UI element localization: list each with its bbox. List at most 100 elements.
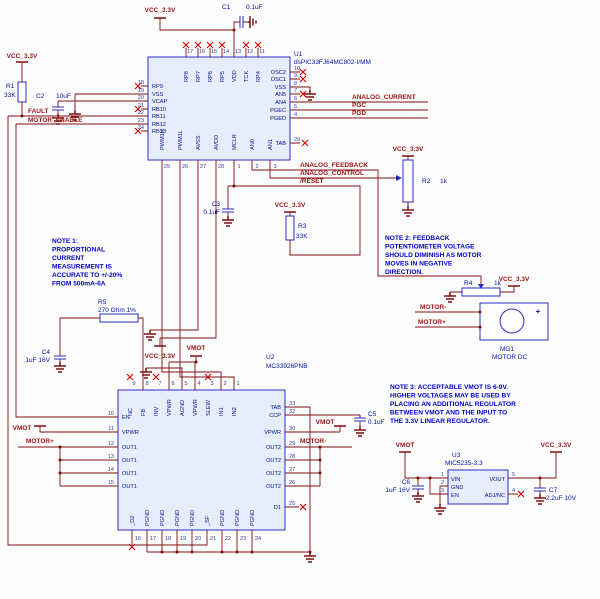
c7-value: 2.2uF 10V <box>546 495 577 502</box>
r4-wiper-arrow <box>478 284 484 289</box>
vmot-left-label: VMOT <box>13 425 32 432</box>
ground-symbol <box>402 206 414 217</box>
u1-pin-rp9: RP9 <box>152 84 163 90</box>
no-connect-x <box>254 41 262 49</box>
u1-pin-mclr: MCLR <box>232 134 238 150</box>
u1-num-1: 1 <box>237 164 240 170</box>
generated-symbols <box>16 16 562 563</box>
u3-pin-vout: VOUT <box>489 477 505 483</box>
r3-value: 33K <box>296 233 308 240</box>
u2-num-28: 28 <box>289 454 295 460</box>
junction-dot <box>250 550 254 554</box>
u2-pin-d1: D1 <box>274 505 281 511</box>
no-connect-x <box>218 41 226 49</box>
c3-ref: C3 <box>212 201 221 208</box>
u2-num-8: 8 <box>145 381 148 387</box>
note-1-line-2: PROPORTIONAL <box>52 247 105 254</box>
ground-symbol <box>304 552 316 563</box>
analog-control-net-label: ANALOG_CONTROL <box>300 170 364 177</box>
r4-body[interactable] <box>461 287 501 297</box>
no-connect-x <box>134 82 142 90</box>
u1-pin-an4: AN4 <box>275 100 286 106</box>
ground-symbol <box>144 330 156 341</box>
u2-pin-pgnd-2: PGND <box>160 510 166 526</box>
u2-body[interactable] <box>117 389 286 531</box>
mg1-ref: MG1 <box>500 346 514 353</box>
u1-num-5: 5 <box>294 104 297 110</box>
u1-pin-rp4: RP4 <box>256 71 262 82</box>
u1-num-3: 3 <box>273 164 276 170</box>
junction-dot <box>428 476 432 480</box>
u2-pin-out2-c: OUT2 <box>266 471 281 477</box>
u2-pin-in2: IN2 <box>232 407 238 416</box>
ic-bodies <box>117 56 509 531</box>
u2-pin-slew: SLEW <box>206 399 212 416</box>
u2-pin-ccp: CCP <box>269 413 281 419</box>
wires-right-of-u1 <box>290 71 428 144</box>
c1-value: 0.1uF <box>246 4 263 11</box>
u2-num-24: 24 <box>255 536 261 542</box>
ground-symbol <box>412 492 424 503</box>
junction-dot <box>235 550 239 554</box>
u1-pin-vss-right: VSS <box>275 85 286 91</box>
u1-num-13: 13 <box>235 49 241 55</box>
r1-body[interactable] <box>17 81 27 103</box>
u2-num-14: 14 <box>108 467 114 473</box>
u1-num-14: 14 <box>223 49 229 55</box>
motor-polarity-plus: + <box>536 307 541 316</box>
u3-body[interactable] <box>447 469 509 505</box>
u3-pin-en: EN <box>451 493 459 499</box>
r3-body[interactable] <box>285 215 295 241</box>
u2-num-15: 15 <box>108 480 114 486</box>
motor-plus-net-label-2: MOTOR+ <box>26 438 54 445</box>
u1-pin-osc2: OSC2 <box>271 70 286 76</box>
note-3-line-5: THE 3.3V LINEAR REGULATOR. <box>390 418 490 425</box>
r5-body[interactable] <box>99 313 139 323</box>
u2-num-11: 11 <box>108 426 114 432</box>
ground-symbol <box>140 368 152 379</box>
u2-pin-pgnd-1: PGND <box>145 510 151 526</box>
u1-num-26: 26 <box>182 164 188 170</box>
u1-num-16: 16 <box>199 49 205 55</box>
capacitor-plates[interactable] <box>52 16 546 492</box>
u1-num-4: 4 <box>294 112 297 118</box>
note-2-line-2: POTENTIOMETER VOLTAGE <box>385 244 475 251</box>
u1-pin-rp7: RP7 <box>196 71 202 82</box>
note-2-line-4: MOVES IN NEGATIVE <box>385 261 453 268</box>
u1-pin-pged: PGED <box>270 116 286 122</box>
reset-net-label: /RESET <box>300 178 324 185</box>
u2-value: MC33926PNB <box>266 363 308 370</box>
ground-symbol <box>444 292 456 303</box>
u2-pin-agnd: AGND <box>180 400 186 416</box>
u1-pin-an5: AN5 <box>275 92 286 98</box>
u2-pin-in1: IN1 <box>219 407 225 416</box>
u2-pin-out2-b: OUT2 <box>266 458 281 464</box>
c6-ref: C6 <box>402 479 411 486</box>
u1-num-24: 24 <box>138 125 144 131</box>
u2-num-22: 22 <box>225 536 231 542</box>
u3-num-1: 1 <box>441 472 444 478</box>
u1-pin-tab: TAB <box>276 141 287 147</box>
junction-dot <box>232 184 236 188</box>
u2-num-16: 16 <box>135 536 141 542</box>
r2-wiper-arrow <box>396 175 402 181</box>
u2-pin-inv: INV <box>154 406 160 416</box>
vmot-u3-label: VMOT <box>396 442 415 449</box>
r1-ref: R1 <box>6 83 15 90</box>
u2-pin-tab: TAB <box>271 405 282 411</box>
junction-dot <box>175 550 179 554</box>
u2-pin-d2: _D2 <box>130 516 136 527</box>
u1-num-27: 27 <box>200 164 206 170</box>
u2-pin-vpwr-t1: VPWR <box>167 399 173 416</box>
u3-num-3: 3 <box>441 488 444 494</box>
u1-body[interactable] <box>147 56 291 161</box>
ground-symbol <box>52 114 64 125</box>
u2-num-19: 19 <box>180 536 186 542</box>
u2-num-27: 27 <box>289 467 295 473</box>
passive-symbols <box>17 16 549 492</box>
r2-body[interactable] <box>402 159 414 203</box>
u1-pin-rp5: RP5 <box>220 71 226 82</box>
u2-pin-vpwr-t2: VPWR <box>193 399 199 416</box>
